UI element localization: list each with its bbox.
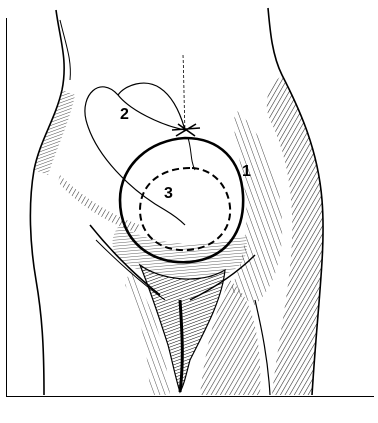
midline bbox=[183, 55, 185, 130]
incision-2-loop bbox=[85, 87, 185, 225]
navel-knot bbox=[172, 124, 200, 136]
torso-left-inner-contour bbox=[60, 20, 70, 80]
torso-left-contour bbox=[30, 10, 64, 395]
incision-3-loop bbox=[140, 168, 230, 250]
label-1: 1 bbox=[242, 163, 251, 180]
label-3: 3 bbox=[164, 185, 173, 202]
left-waist-shading bbox=[34, 90, 75, 175]
left-fold-shading bbox=[58, 175, 140, 232]
wire-path bbox=[188, 138, 195, 170]
right-abdomen-shading bbox=[230, 110, 282, 305]
label-2: 2 bbox=[120, 106, 129, 123]
